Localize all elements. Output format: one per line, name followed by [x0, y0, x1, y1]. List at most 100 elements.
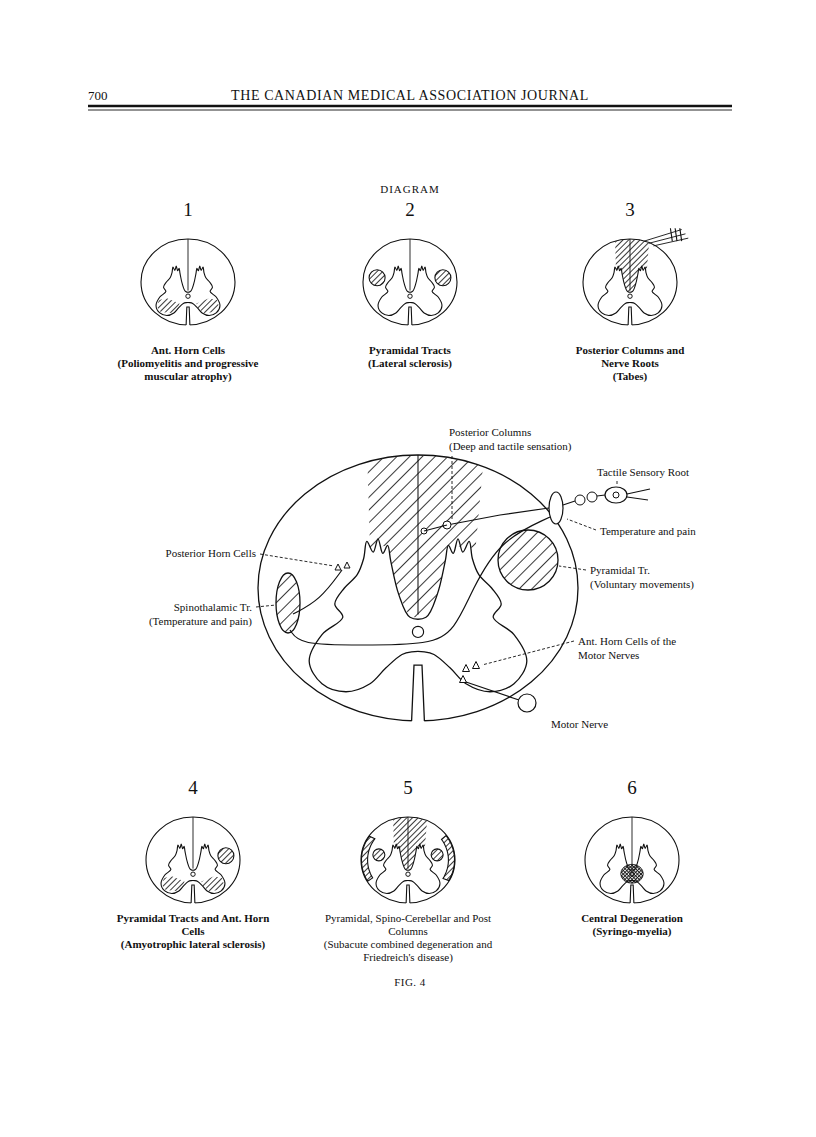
text-line: Central Degeneration [552, 912, 712, 925]
posterior-septum [193, 817, 194, 869]
motor-nerve [518, 694, 536, 712]
ganglion-cell [587, 492, 597, 502]
journal-title: THE CANADIAN MEDICAL ASSOCIATION JOURNAL [231, 87, 589, 104]
leader-line [256, 605, 276, 607]
central-canal [408, 294, 412, 298]
anterior-fissure-gap [630, 885, 634, 904]
anterior-fissure-gap [412, 665, 425, 725]
cord-section: 2Pyramidal Tracts (Lateral sclerosis) [300, 198, 520, 370]
section-caption: Ant. Horn Cells (Poliomyelitis and progr… [96, 344, 281, 383]
section-caption: Pyramidal Tracts (Lateral sclerosis) [330, 344, 490, 370]
spinothalamic-tract [276, 573, 300, 633]
callout-label: Pyramidal Tr. (Voluntary movements) [590, 563, 694, 591]
text-line: (Poliomyelitis and progressive muscular … [96, 357, 281, 383]
section-number: 4 [83, 776, 303, 800]
callout-label: Posterior Horn Cells [166, 546, 256, 560]
text-line: Spinothalamic Tr. [149, 600, 252, 614]
tactile-root [563, 501, 575, 505]
section-number: 5 [298, 776, 518, 800]
anterior-fissure-gap [408, 307, 412, 326]
central-canal [628, 294, 632, 298]
text-line: (Temperature and pain) [149, 614, 252, 628]
central-lesion [621, 864, 644, 883]
cord-section-figure [570, 230, 690, 330]
header-rule [88, 105, 732, 107]
cord-section: 1Ant. Horn Cells (Poliomyelitis and prog… [78, 198, 298, 383]
nerve-cell [344, 562, 350, 568]
page-number: 700 [88, 88, 108, 104]
cord-section: 5Pyramidal, Spino-Cerebellar and Post Co… [298, 776, 518, 964]
posterior-septum [417, 455, 418, 615]
figure-caption: FIG. 4 [394, 975, 426, 989]
anterior-fissure-gap [191, 885, 195, 904]
pain-fibre [293, 570, 342, 614]
leader-line [452, 456, 453, 521]
text-line: (Tabes) [563, 370, 698, 383]
nerve-root [649, 234, 686, 243]
nerve-cell [335, 564, 341, 570]
section-caption: Central Degeneration (Syringo-myelia) [552, 912, 712, 938]
pyramidal-tract [373, 849, 385, 861]
section-number: 2 [300, 198, 520, 222]
posterior-septum [410, 239, 411, 291]
pyramidal-tract [218, 848, 234, 864]
text-line: (Deep and tactile sensation) [449, 439, 571, 453]
posterior-septum [188, 239, 189, 291]
callout-label: Tactile Sensory Root [597, 465, 689, 479]
ganglion-cell [613, 492, 619, 498]
text-line: (Lateral sclerosis) [330, 357, 490, 370]
posterior-column-lesion [367, 442, 485, 618]
posterior-column-lesion [615, 235, 650, 292]
tactile-fibre [424, 525, 447, 531]
central-canal [186, 294, 190, 298]
posterior-septum [408, 817, 409, 869]
leader-line [559, 566, 586, 570]
anterior-fissure-gap [406, 885, 410, 904]
callout-label: Ant. Horn Cells of the Motor Nerves [578, 634, 682, 662]
posterior-septum [632, 817, 633, 869]
tactile-root [597, 495, 605, 496]
callout-label: Posterior Columns (Deep and tactile sens… [449, 425, 571, 453]
cord-section-figure [572, 808, 692, 908]
nerve-root [654, 238, 689, 246]
section-caption: Pyramidal Tracts and Ant. Horn Cells (Am… [106, 912, 281, 951]
anterior-fissure [408, 307, 412, 325]
anterior-fissure [186, 307, 190, 325]
section-number: 3 [520, 198, 740, 222]
text-line: (Amyotrophic lateral sclerosis) [106, 938, 281, 951]
sensory-ganglion [605, 487, 627, 503]
text-line: Pyramidal Tr. [590, 563, 694, 577]
anterior-fissure-gap [186, 307, 190, 326]
nerve-cell [460, 676, 467, 683]
anterior-fissure [191, 885, 195, 903]
text-line: Pyramidal, Spino-Cerebellar and Post Col… [322, 912, 494, 938]
central-canal [406, 872, 410, 876]
posterior-septum [630, 239, 631, 291]
section-caption: Pyramidal, Spino-Cerebellar and Post Col… [322, 912, 494, 964]
sensory-nerve [627, 489, 650, 494]
text-line: (Subacute combined degeneration and Frie… [322, 938, 494, 964]
root-lesion-mark [680, 228, 682, 241]
text-line: Posterior Columns [449, 425, 571, 439]
section-caption: Posterior Columns and Nerve Roots (Tabes… [563, 344, 698, 383]
motor-fibre [466, 682, 519, 700]
sensory-nerve [627, 497, 648, 500]
cord-section-figure [133, 808, 253, 908]
callout-label: Spinothalamic Tr. (Temperature and pain) [149, 600, 252, 628]
leader-line [617, 481, 618, 486]
header-rule [88, 110, 732, 111]
cord-section-figure [350, 230, 470, 330]
central-canal [191, 872, 195, 876]
cord-section: 6Central Degeneration (Syringo-myelia) [522, 776, 742, 938]
nerve-cell [463, 665, 470, 672]
cord-section: 3Posterior Columns and Nerve Roots (Tabe… [520, 198, 740, 383]
leader-line [260, 554, 334, 566]
figure-title: DIAGRAM [380, 182, 440, 196]
callout-label: Motor Nerve [551, 717, 608, 731]
leader-line [482, 641, 574, 665]
text-line: Pyramidal Tracts and Ant. Horn Cells [106, 912, 281, 938]
callout-label: Temperature and pain [600, 524, 696, 538]
text-line: (Voluntary movements) [590, 577, 694, 591]
pyramidal-tract [498, 530, 558, 590]
